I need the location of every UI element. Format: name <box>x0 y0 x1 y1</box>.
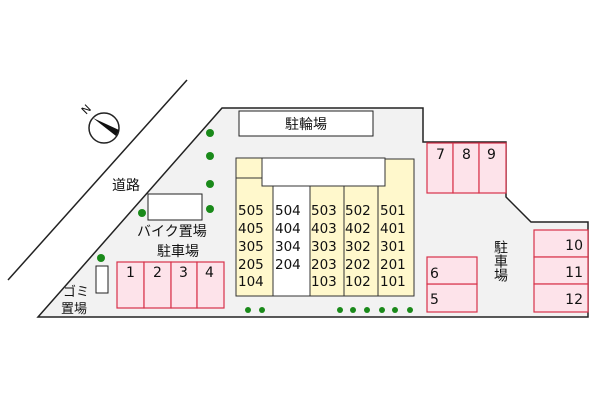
tree-icon <box>206 152 214 160</box>
unit-numbers: 505 405 305 205 104 504 404 304 204 503 … <box>238 203 406 290</box>
unit: 203 <box>311 257 337 273</box>
unit: 401 <box>380 221 406 237</box>
tree-icon <box>392 307 398 313</box>
parking-space-6 <box>426 256 478 285</box>
unit: 304 <box>275 239 301 255</box>
unit: 302 <box>345 239 371 255</box>
unit: 103 <box>311 274 337 290</box>
compass-icon: N <box>79 102 120 144</box>
parking-space-12 <box>533 283 589 313</box>
parking-number: 4 <box>205 265 214 281</box>
parking-numbers: 1 2 3 4 5 6 7 8 9 10 11 12 <box>126 147 583 308</box>
unit: 405 <box>238 221 264 237</box>
tree-icon <box>245 307 251 313</box>
unit: 201 <box>380 257 406 273</box>
svg-text:N: N <box>79 102 94 117</box>
unit: 402 <box>345 221 371 237</box>
road-label: 道路 <box>112 178 140 194</box>
parking-space-9 <box>478 142 507 194</box>
parking-space-11 <box>533 256 589 285</box>
road-edge <box>7 79 188 281</box>
parking-number: 1 <box>126 265 135 281</box>
unit: 504 <box>275 203 301 219</box>
unit: 101 <box>380 274 406 290</box>
tree-icon <box>379 307 385 313</box>
parking-space-10 <box>533 229 589 258</box>
tree-icon <box>206 205 214 213</box>
tree-icon <box>364 307 370 313</box>
parking-number: 8 <box>462 147 471 163</box>
parking-left-label: 駐車場 <box>157 243 199 260</box>
unit: 502 <box>345 203 371 219</box>
unit: 503 <box>311 203 337 219</box>
parking-number: 7 <box>436 147 445 163</box>
tree-icon <box>97 254 105 262</box>
parking-space-4 <box>196 261 225 309</box>
tree-icon <box>206 180 214 188</box>
parking-number: 12 <box>565 292 583 308</box>
unit: 305 <box>238 239 264 255</box>
parking-space-5 <box>426 283 478 313</box>
bicycle-parking <box>238 110 374 137</box>
unit: 205 <box>238 257 264 273</box>
unit: 403 <box>311 221 337 237</box>
unit: 204 <box>275 257 301 273</box>
parking-space-2 <box>143 261 172 309</box>
unit: 202 <box>345 257 371 273</box>
tree-icon <box>259 307 265 313</box>
building <box>235 157 415 297</box>
parking-number: 11 <box>565 265 583 281</box>
parking-space-3 <box>170 261 198 309</box>
motorbike-parking <box>147 193 203 221</box>
garbage-area <box>95 265 109 294</box>
tree-icon <box>206 129 214 137</box>
unit: 505 <box>238 203 264 219</box>
parking-number: 9 <box>487 147 496 163</box>
parking-number: 3 <box>179 265 188 281</box>
parking-number: 6 <box>430 266 439 282</box>
parking-number: 2 <box>153 265 162 281</box>
tree-icon <box>138 209 146 217</box>
trees <box>97 129 413 313</box>
unit: 102 <box>345 274 371 290</box>
unit: 104 <box>238 274 264 290</box>
motorbike-parking-label: バイク置場 <box>137 224 207 240</box>
garbage-label-2: 置場 <box>61 302 87 317</box>
bicycle-parking-label: 駐輪場 <box>285 116 327 133</box>
parking-number: 10 <box>565 238 583 254</box>
garbage-label-1: ゴミ <box>63 284 89 300</box>
tree-icon <box>350 307 356 313</box>
unit: 303 <box>311 239 337 255</box>
unit: 301 <box>380 239 406 255</box>
parking-spaces <box>116 142 589 313</box>
unit: 501 <box>380 203 406 219</box>
unit: 404 <box>275 221 301 237</box>
tree-icon <box>407 307 413 313</box>
tree-icon <box>337 307 343 313</box>
parking-number: 5 <box>430 292 439 308</box>
parking-right-label: 駐車場 <box>492 240 508 282</box>
